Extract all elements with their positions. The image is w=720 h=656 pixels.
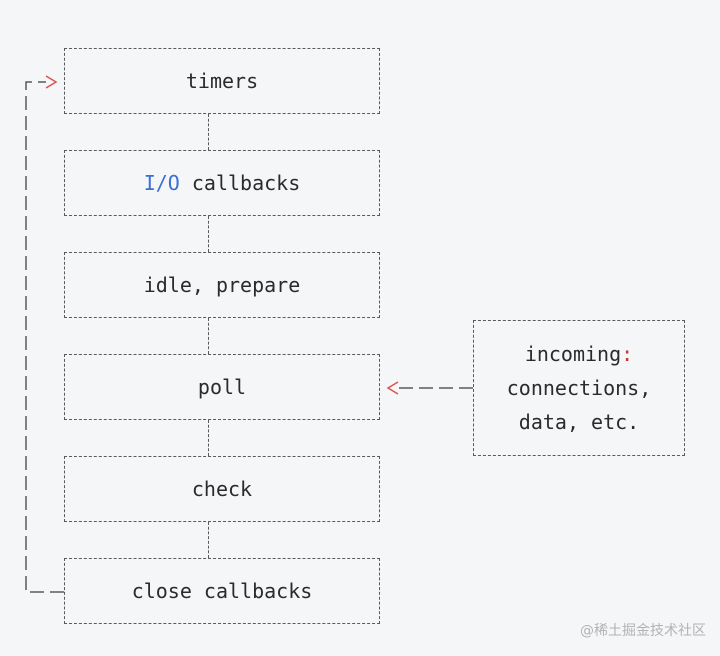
- incoming-line-connections: connections,: [506, 376, 652, 400]
- phase-idle-prepare: idle, prepare: [64, 252, 380, 318]
- io-rest: callbacks: [179, 171, 301, 195]
- phase-label: idle, prepare: [143, 273, 301, 297]
- phase-label: check: [191, 477, 253, 501]
- incoming-line-data: data, etc.: [518, 410, 640, 434]
- phase-poll: poll: [64, 354, 380, 420]
- incoming-title: incoming:: [525, 337, 633, 371]
- incoming-arrowhead: [386, 381, 399, 395]
- incoming-title-text: incoming: [524, 342, 622, 366]
- phase-label-io: I/O callbacks: [144, 171, 301, 195]
- connector-line: [208, 420, 209, 456]
- loop-return-line: [25, 81, 64, 593]
- phase-timers: timers: [64, 48, 380, 114]
- incoming-title-colon: :: [621, 342, 634, 366]
- connector-line: [208, 216, 209, 252]
- phase-close-callbacks: close callbacks: [64, 558, 380, 624]
- phase-label: poll: [197, 375, 247, 399]
- connector-line: [208, 522, 209, 558]
- connector-line: [208, 318, 209, 354]
- phase-label: close callbacks: [131, 579, 313, 603]
- phase-label: timers: [185, 69, 259, 93]
- phase-check: check: [64, 456, 380, 522]
- loop-arrowhead: [45, 75, 58, 89]
- io-prefix: I/O: [143, 171, 180, 195]
- phase-io-callbacks: I/O callbacks: [64, 150, 380, 216]
- watermark: @稀土掘金技术社区: [580, 623, 706, 639]
- connector-line: [208, 114, 209, 150]
- incoming-box: incoming: connections, data, etc.: [473, 320, 685, 456]
